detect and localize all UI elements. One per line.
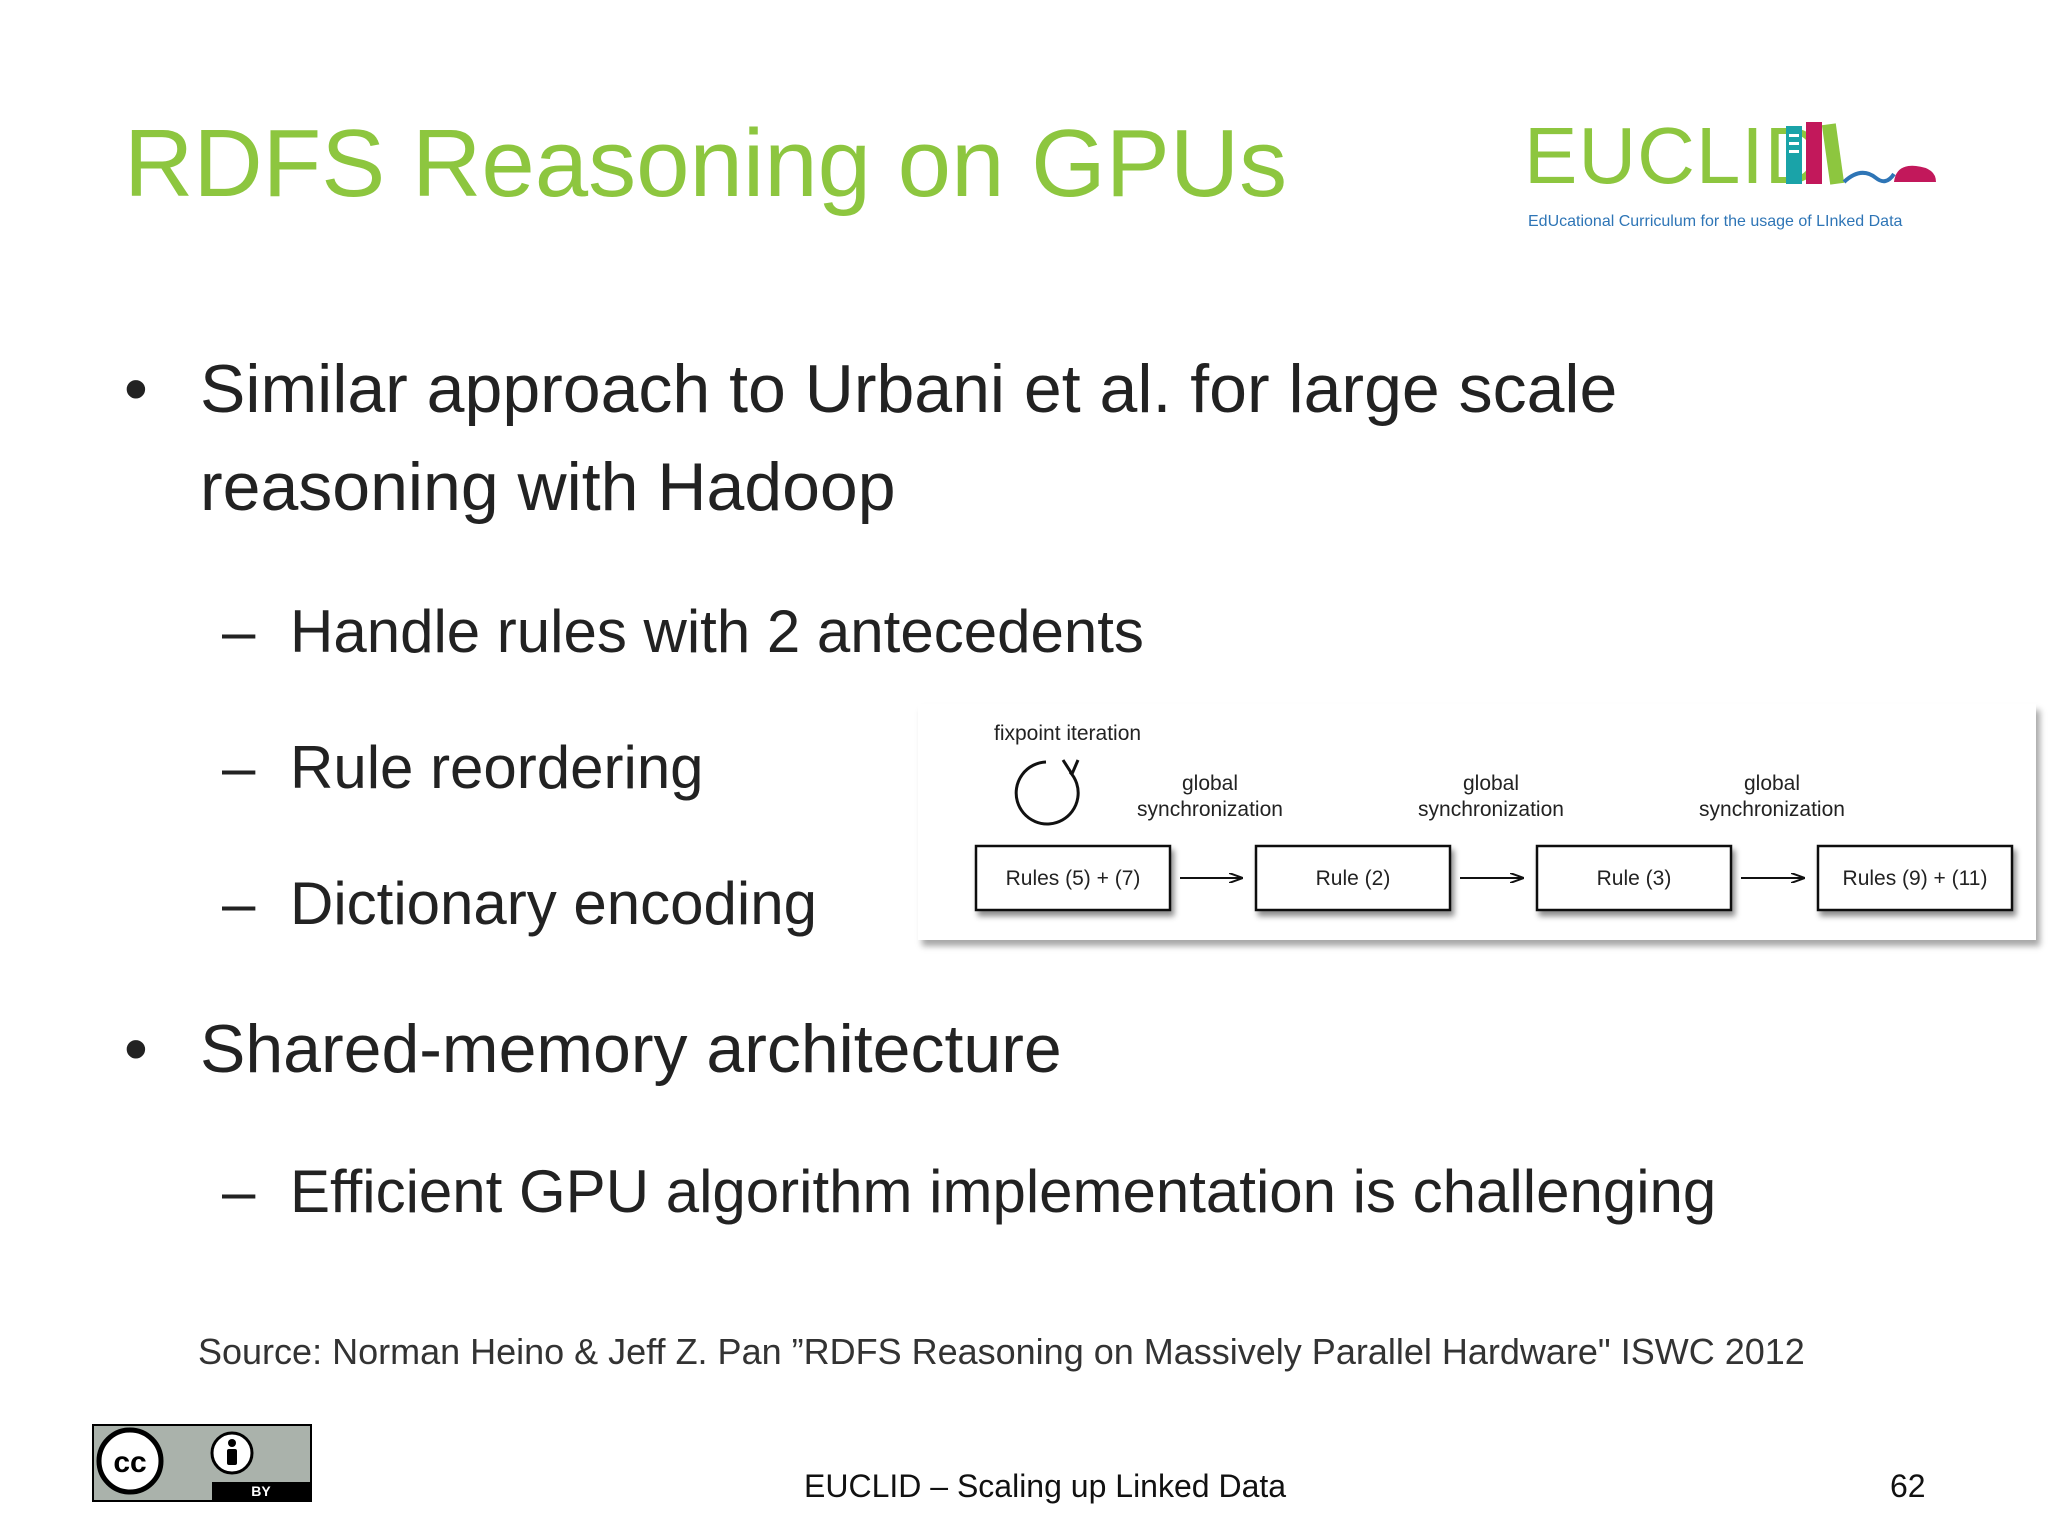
source-citation: Source: Norman Heino & Jeff Z. Pan ”RDFS… <box>198 1331 1805 1372</box>
sub-bullet-text: Rule reordering <box>290 734 704 801</box>
page-number: 62 <box>1890 1468 1926 1504</box>
bullet-text: Shared-memory architecture <box>200 1011 1062 1087</box>
cc-by-strip: BY <box>212 1482 310 1500</box>
books-and-mouse-icon <box>1786 122 1936 185</box>
dash-marker: – <box>222 1158 256 1225</box>
sync-label-global: global <box>1463 772 1519 795</box>
bullet-text: Similar approach to Urbani et al. for la… <box>200 351 1618 525</box>
logo-tagline: EdUcational Curriculum for the usage of … <box>1528 213 1903 230</box>
logo-wordmark: EUCLID <box>1524 111 1824 200</box>
svg-text:cc: cc <box>113 1446 146 1479</box>
sync-label-synchronization: synchronization <box>1699 798 1845 821</box>
rule-box <box>1535 844 1733 912</box>
sync-label-synchronization: synchronization <box>1137 798 1283 821</box>
rule-box-label: Rules (5) + (7) <box>1006 867 1141 890</box>
pipeline-diagram: fixpoint iteration global synchronizatio… <box>918 704 2036 940</box>
rule-box-label: Rule (3) <box>1597 867 1672 890</box>
rule-box <box>974 844 1172 912</box>
bullet-marker: • <box>124 351 148 427</box>
euclid-logo: EUCLID EdUcational Curriculum for the us… <box>1518 108 1948 248</box>
slide-title: RDFS Reasoning on GPUs <box>124 110 1288 217</box>
fixpoint-iteration-label: fixpoint iteration <box>994 722 1141 745</box>
sub-bullet-text: Handle rules with 2 antecedents <box>290 598 1144 665</box>
footer-text: EUCLID – Scaling up Linked Data <box>804 1468 1287 1504</box>
loop-icon <box>1014 759 1080 826</box>
dash-marker: – <box>222 734 256 801</box>
sub-bullet-text: Dictionary encoding <box>290 870 817 937</box>
rule-box-label: Rule (2) <box>1316 867 1391 890</box>
sync-label-global: global <box>1744 772 1800 795</box>
sub-bullet-text: Efficient GPU algorithm implementation i… <box>290 1158 1717 1225</box>
rule-box <box>1816 844 2014 912</box>
rule-box-label: Rules (9) + (11) <box>1843 867 1988 890</box>
bullet-marker: • <box>124 1011 148 1087</box>
dash-marker: – <box>222 598 256 665</box>
cc-by-text: BY <box>251 1483 271 1499</box>
creative-commons-by-icon: cc BY <box>92 1424 312 1502</box>
sync-label-synchronization: synchronization <box>1418 798 1564 821</box>
sync-label-global: global <box>1182 772 1238 795</box>
rule-box <box>1254 844 1452 912</box>
dash-marker: – <box>222 870 256 937</box>
